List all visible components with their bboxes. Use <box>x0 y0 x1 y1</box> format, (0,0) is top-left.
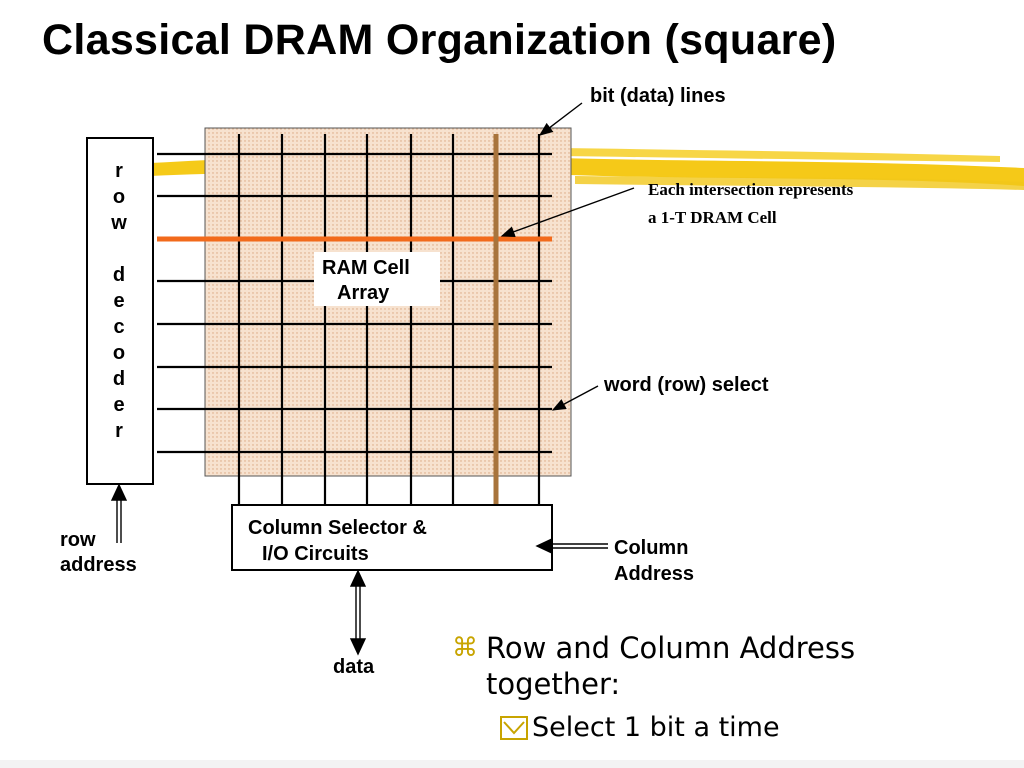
row-decoder-letter: r <box>115 160 123 182</box>
array-label-line1: RAM Cell <box>322 257 410 279</box>
row-decoder-letter: d <box>113 368 125 390</box>
row-address-line2: address <box>60 554 137 576</box>
row-address-arrow <box>110 483 128 543</box>
row-decoder <box>86 137 154 485</box>
row-decoder-letter: e <box>113 290 124 312</box>
bullet-level1-text: Row and Column Address together: <box>486 631 856 701</box>
column-selector-line2: I/O Circuits <box>262 543 369 565</box>
command-key-bullet-icon: ⌘ <box>452 633 478 663</box>
column-selector-line1: Column Selector & <box>248 517 427 539</box>
word-select-pointer <box>551 385 599 411</box>
bullet-level2-text: Select 1 bit a time <box>532 712 780 743</box>
array-label-line2: Array <box>337 282 390 304</box>
bottom-rule <box>0 760 1024 768</box>
row-decoder-letter: w <box>110 212 127 234</box>
data-arrow <box>349 569 367 656</box>
bit-lines <box>237 134 541 506</box>
intersection-label-line1: Each intersection represents <box>648 180 854 199</box>
bullet-level1: ⌘ Row and Column Address together: <box>452 630 972 702</box>
chevron-box-bullet-icon <box>500 715 528 740</box>
bit-lines-label: bit (data) lines <box>590 85 726 107</box>
data-label: data <box>333 656 375 678</box>
intersection-pointer <box>500 187 635 237</box>
row-decoder-letter: c <box>113 316 124 338</box>
column-address-line2: Address <box>614 563 694 585</box>
bit-lines-pointer <box>538 102 583 136</box>
word-select-label: word (row) select <box>603 374 769 396</box>
slide-title: Classical DRAM Organization (square) <box>42 16 837 64</box>
array-label-box <box>314 252 440 306</box>
row-address-line1: row <box>60 529 96 551</box>
bullet-list: ⌘ Row and Column Address together: Selec… <box>452 630 972 743</box>
row-decoder-letter: r <box>115 420 123 442</box>
row-decoder-letter: o <box>113 186 125 208</box>
row-decoder-letter: e <box>113 394 124 416</box>
row-decoder-letter: o <box>113 342 125 364</box>
row-decoder-letter: d <box>113 264 125 286</box>
column-address-arrow <box>535 537 608 555</box>
bullet-level2: Select 1 bit a time <box>500 712 972 743</box>
column-address-line1: Column <box>614 537 688 559</box>
column-selector-box <box>231 504 553 571</box>
word-lines <box>157 152 552 454</box>
intersection-label-line2: a 1-T DRAM Cell <box>648 208 777 227</box>
